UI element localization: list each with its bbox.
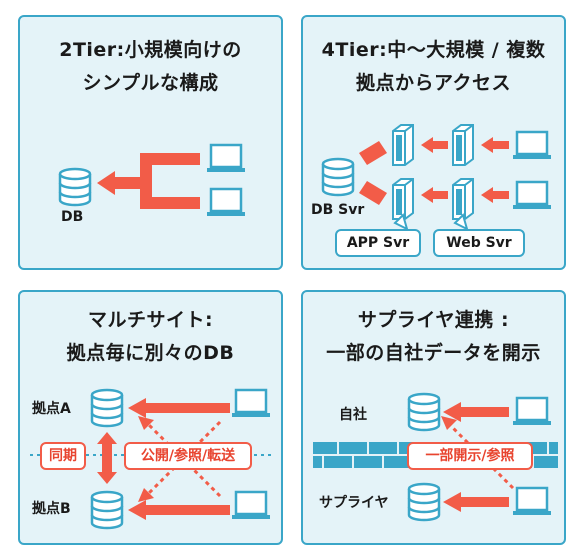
arrow-icon (421, 137, 448, 153)
laptop-icon (513, 130, 551, 159)
connection-arrow (97, 153, 200, 209)
panel-title-line1: 4Tier:中〜大規模 / 複数 (321, 39, 546, 61)
own-company-label: 自社 (339, 407, 367, 423)
arrow-icon (481, 137, 509, 153)
panel-multisite: マルチサイト: 拠点毎に別々のDB (18, 290, 283, 545)
panel-title-line2: 拠点からアクセス (355, 72, 512, 94)
web-svr-label: Web Svr (433, 229, 525, 257)
supplier-label: サプライヤ (319, 495, 389, 511)
sync-label: 同期 (40, 442, 86, 470)
database-icon (90, 388, 124, 428)
app-svr-label: APP Svr (335, 229, 421, 257)
server-icon (452, 178, 474, 220)
panel-title-line2: シンプルな構成 (82, 72, 219, 94)
laptop-icon (232, 388, 270, 417)
laptop-icon (232, 490, 270, 519)
laptop-icon (513, 180, 551, 209)
arrow-icon (359, 141, 387, 165)
laptop-icon (207, 143, 245, 172)
arrow-icon (421, 187, 448, 203)
database-icon (90, 490, 124, 530)
diagram-2tier (58, 143, 245, 216)
panel-title-line2: 一部の自社データを開示 (326, 342, 541, 364)
diagram-4tier (321, 124, 551, 231)
panel-title-line2: 拠点毎に別々のDB (66, 342, 235, 364)
server-icon (452, 124, 474, 166)
db-svr-label: DB Svr (311, 202, 365, 218)
partial-share-label: 一部開示/参照 (407, 442, 533, 470)
panel-2tier: 2Tier:小規模向けの シンプルな構成 DB (18, 15, 283, 270)
database-icon (321, 157, 355, 197)
panel-supplier: サプライヤ連携 : 一部の自社データを開示 自社 (301, 290, 566, 545)
panel-title-line1: 2Tier:小規模向けの (59, 39, 242, 61)
site-a-label: 拠点A (32, 401, 71, 417)
arrow-icon (359, 181, 387, 205)
database-icon (407, 392, 441, 432)
server-icon (392, 178, 414, 220)
database-icon (407, 482, 441, 522)
panel-title-line1: マルチサイト: (87, 309, 214, 331)
laptop-icon (207, 187, 245, 216)
panel-4tier: 4Tier:中〜大規模 / 複数 拠点からアクセス (301, 15, 566, 270)
arrow-icon (481, 187, 509, 203)
laptop-icon (513, 486, 551, 515)
panel-title-line1: サプライヤ連携 : (357, 309, 510, 331)
share-label: 公開/参照/転送 (124, 442, 252, 470)
database-icon (58, 167, 92, 207)
db-label: DB (61, 209, 84, 225)
site-b-label: 拠点B (32, 501, 71, 517)
server-icon (392, 124, 414, 166)
laptop-icon (513, 396, 551, 425)
